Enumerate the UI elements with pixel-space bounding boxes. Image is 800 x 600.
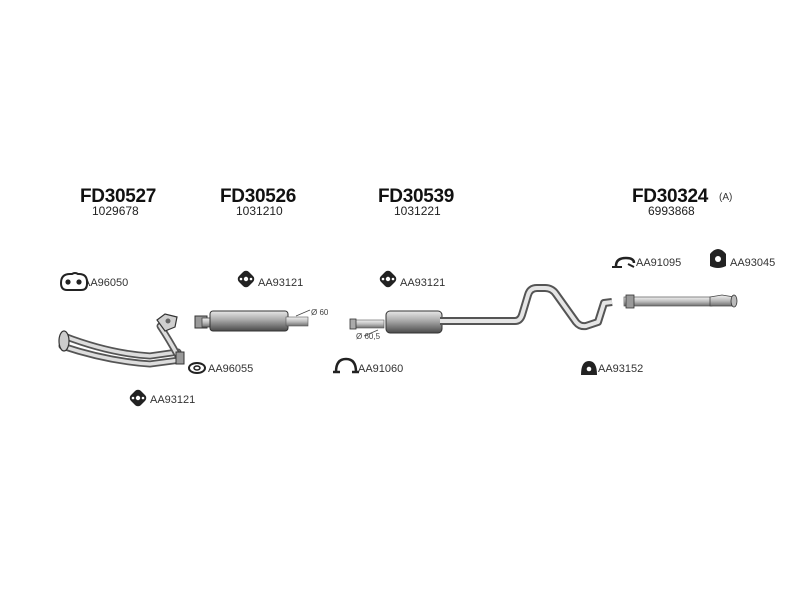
part-label-aa96055: AA96055 [208,363,254,375]
centre-silencer-pipe [349,284,613,337]
rubber-mount-icon [581,361,597,375]
part-label-aa93121-c: AA93121 [150,394,196,406]
gasket-ring-icon [188,362,206,374]
clamp-icon [333,357,359,374]
assembly-code-fd30324: FD30324 [632,186,709,207]
dimension-d60: Ø 60 [311,308,329,317]
assembly-number-1031210: 1031210 [236,204,283,218]
assembly-number-1029678: 1029678 [92,204,139,218]
assembly-number-6993868: 6993868 [648,204,695,218]
rubber-hanger-icon [379,270,397,288]
rubber-hanger-icon [129,389,147,407]
rubber-mount-icon [710,249,726,268]
part-label-aa91060: AA91060 [358,363,404,375]
front-pipe [58,313,185,368]
clamp-icon [612,256,636,268]
dimension-d60-5: Ø 60,5 [356,332,381,341]
gasket-icon [59,272,88,291]
assembly-suffix: (A) [719,192,733,203]
part-label-aa93121-b: AA93121 [400,277,446,289]
tail-pipe [623,294,738,309]
part-label-aa91095: AA91095 [636,257,682,269]
assembly-code-fd30527: FD30527 [80,186,157,207]
assembly-code-fd30539: FD30539 [378,186,455,207]
assembly-code-fd30526: FD30526 [220,186,297,207]
intermediate-pipe [194,309,311,332]
part-label-aa93152: AA93152 [598,363,644,375]
part-label-aa96050: AA96050 [83,277,129,289]
part-label-aa93121-a: AA93121 [258,277,304,289]
assembly-number-1031221: 1031221 [394,204,441,218]
part-label-aa93045: AA93045 [730,257,776,269]
rubber-hanger-icon [237,270,255,288]
